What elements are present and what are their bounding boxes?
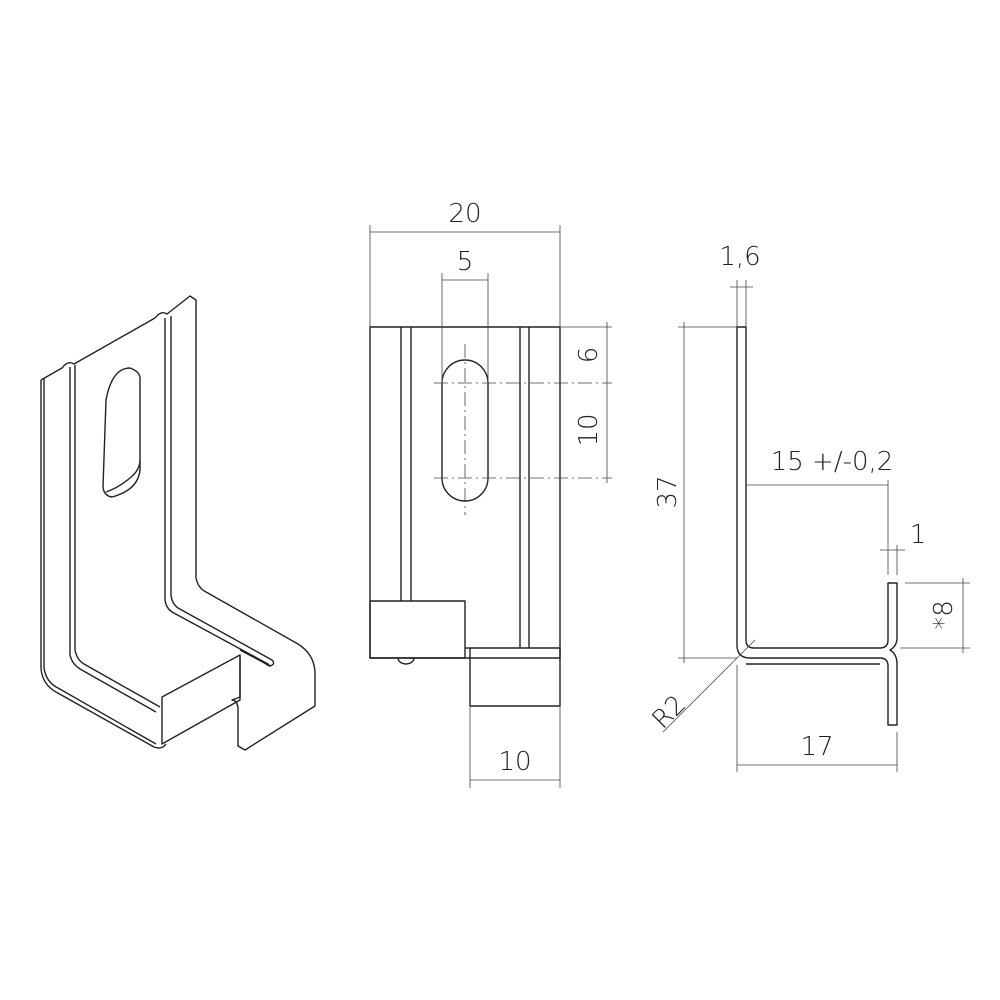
dim-radius: R2 — [647, 690, 693, 736]
dim-lip-height: *8 — [929, 600, 959, 630]
dim-depth: 17 — [800, 732, 833, 762]
side-view: 1,6 37 15 +/-0,2 1 *8 R2 17 — [647, 242, 970, 772]
dim-lip-thickness: 1 — [910, 520, 927, 550]
dim-foot-width: 10 — [498, 747, 531, 777]
dim-width: 20 — [448, 199, 481, 229]
isometric-view — [40, 295, 316, 751]
dim-thickness: 1,6 — [719, 242, 760, 272]
dim-slot-offset: 6 — [574, 347, 604, 364]
front-view: 20 5 6 10 10 — [369, 199, 612, 788]
dim-inner-width: 15 +/-0,2 — [771, 447, 894, 477]
dim-height: 37 — [653, 475, 683, 508]
dim-slot-width: 5 — [457, 247, 474, 277]
dim-slot-length: 10 — [574, 413, 604, 446]
